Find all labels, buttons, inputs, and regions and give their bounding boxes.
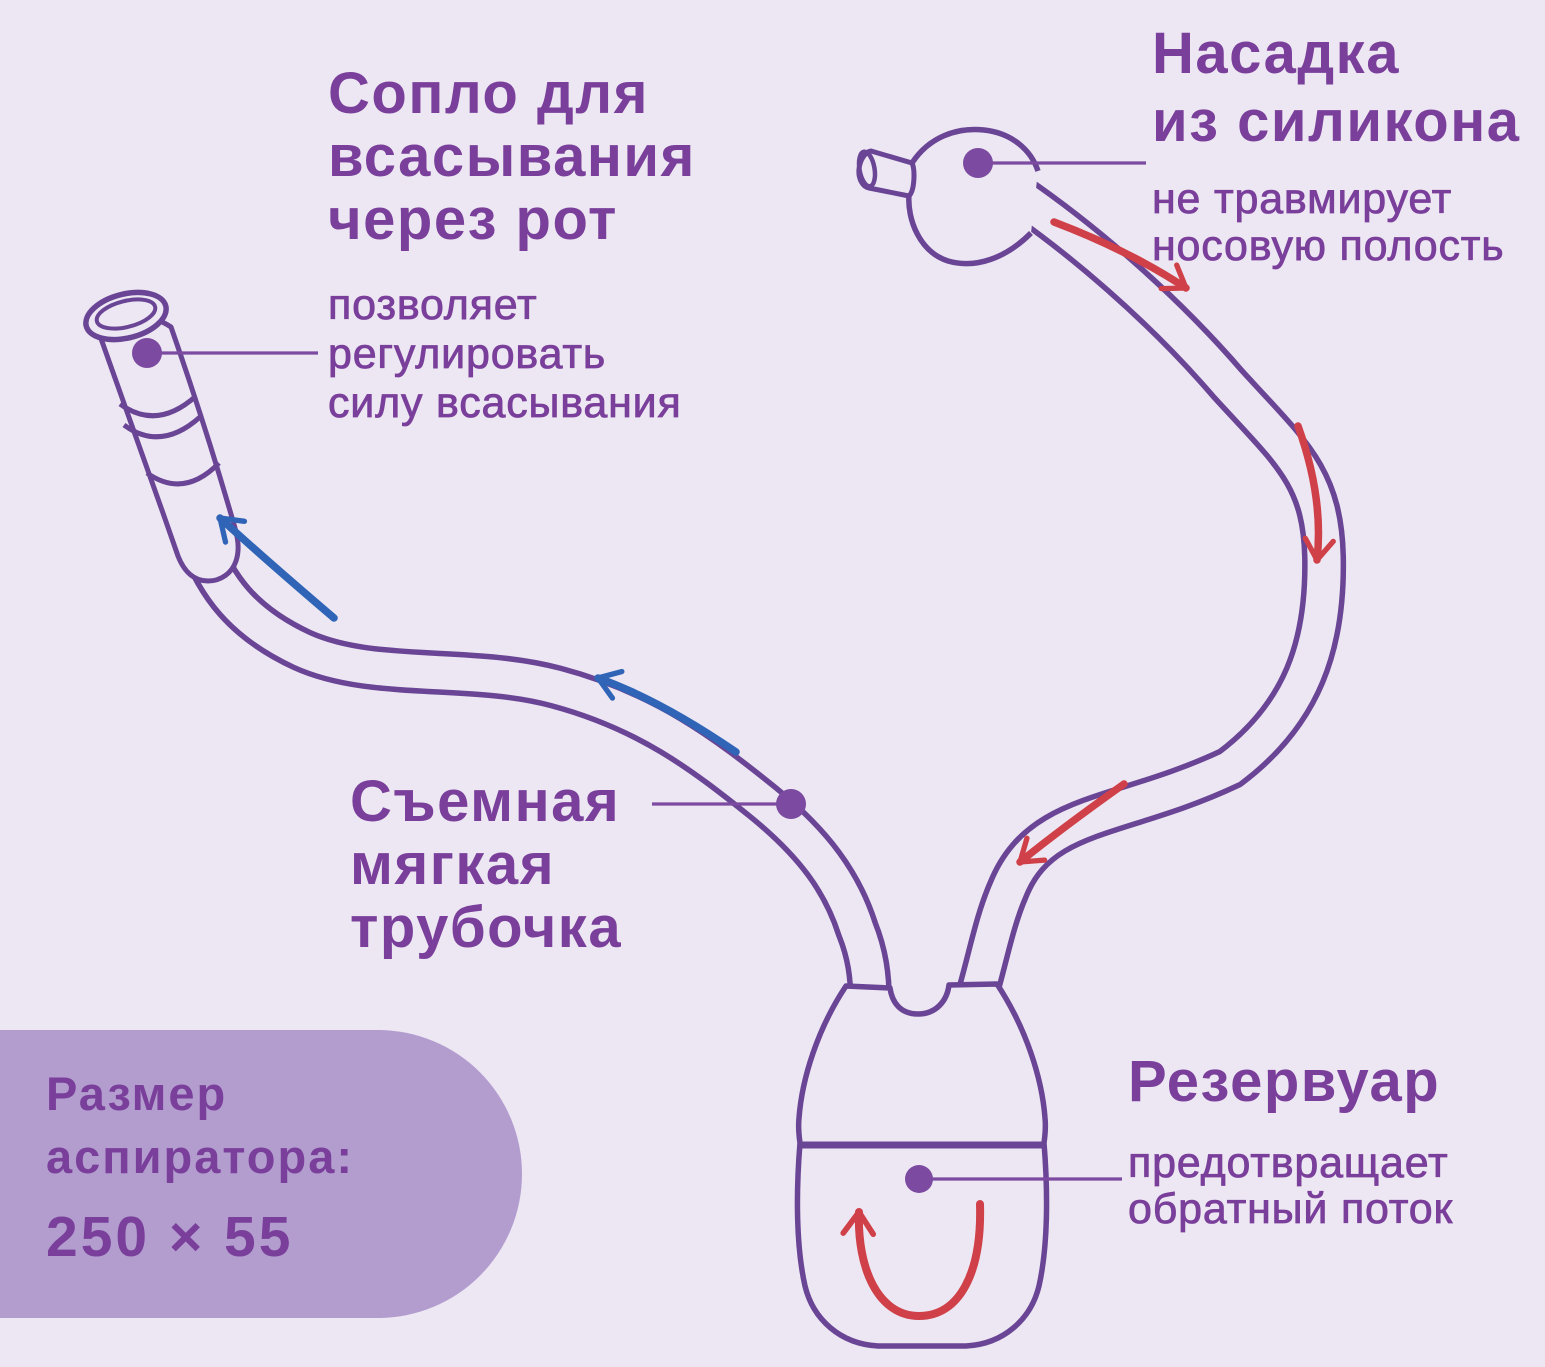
silicone-tip [856, 126, 1041, 267]
callout-mouth-nozzle [132, 338, 318, 368]
mouth-nozzle [83, 289, 241, 584]
size-badge-label: Размер аспиратора: [46, 1067, 355, 1183]
mouth-nozzle-title: Сопло для всасывания через рот [328, 61, 696, 252]
silicone-tip-title: Насадка из силикона [1152, 21, 1521, 154]
size-badge-value: 250 × 55 [46, 1205, 294, 1269]
tube-label: Съемная мягкая трубочка [350, 752, 622, 977]
size-badge: Размер аспиратора: 250 × 55 [0, 1030, 522, 1318]
soft-tube-right [953, 175, 1347, 1009]
silicone-tip-label: Насадка из силикона не травмирует носову… [1152, 2, 1521, 288]
mouth-nozzle-label: Сопло для всасывания через рот позволяет… [328, 44, 696, 446]
soft-tube-left [177, 530, 892, 1003]
callout-tube [652, 789, 806, 819]
flow-arrow-red-reservoir [840, 1200, 985, 1321]
reservoir-label: Резервуар предотвращает обратный поток [1128, 1032, 1453, 1250]
callout-reservoir [905, 1165, 1122, 1193]
callout-silicone-tip [963, 148, 1146, 178]
reservoir [794, 981, 1050, 1349]
flow-arrow-red-middle [1294, 422, 1336, 564]
flow-arrow-red-lower [1016, 780, 1128, 866]
mouth-nozzle-desc: позволяет регулировать силу всасывания [328, 281, 682, 428]
tube-title: Съемная мягкая трубочка [350, 769, 623, 960]
reservoir-desc: предотвращает обратный поток [1128, 1139, 1454, 1233]
reservoir-title: Резервуар [1128, 1049, 1441, 1114]
flow-arrow-red-top [1050, 218, 1190, 292]
suction-arrow-blue-upper [216, 514, 338, 622]
silicone-tip-desc: не травмирует носовую полость [1152, 175, 1505, 270]
suction-arrow-blue-lower [594, 668, 740, 756]
